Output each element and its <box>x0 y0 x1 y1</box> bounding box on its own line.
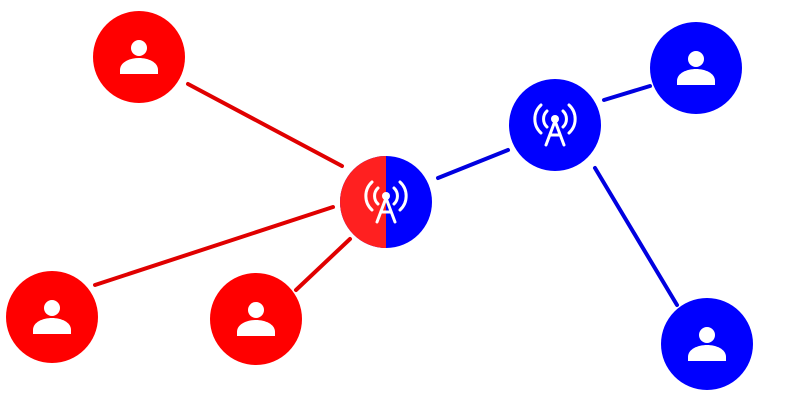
edge-tower-b-user-4 <box>602 84 652 102</box>
edge-tower-shared-tower-b <box>436 148 510 180</box>
user-node-4[interactable] <box>650 22 742 114</box>
user-node-1[interactable] <box>93 11 185 103</box>
edge-user-2-tower-shared <box>93 205 335 287</box>
tower-node-b[interactable] <box>509 79 601 171</box>
user-node-5[interactable] <box>661 298 753 390</box>
edge-user-3-tower-shared <box>294 237 352 292</box>
edge-tower-b-user-5 <box>593 166 679 307</box>
user-node-3[interactable] <box>210 273 302 365</box>
shared-tower-node[interactable] <box>340 156 432 248</box>
edge-user-1-tower-shared <box>186 82 344 168</box>
user-node-2[interactable] <box>6 271 98 363</box>
